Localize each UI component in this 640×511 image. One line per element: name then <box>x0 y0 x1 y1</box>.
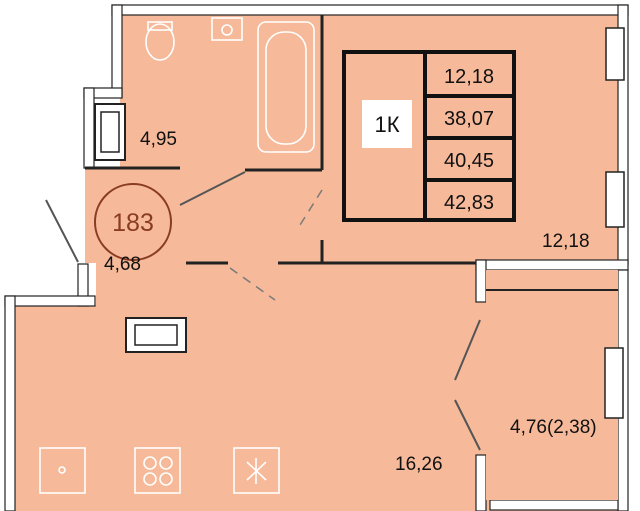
unit-type-label: 1К <box>374 112 399 137</box>
room-area-bathroom: 4,95 <box>140 129 177 150</box>
washing-machine-icon <box>94 103 126 161</box>
kitchen-sink-icon <box>39 447 86 494</box>
door-swings <box>45 171 481 451</box>
sink-icon <box>211 17 243 41</box>
room-area-bedroom: 12,18 <box>542 231 590 252</box>
apartment-number: 183 <box>112 209 154 237</box>
stove-icon <box>134 447 181 494</box>
room-area-balcony: 4,76(2,38) <box>510 417 597 438</box>
windows <box>604 27 625 419</box>
stat-total-area: 38,07 <box>444 108 494 130</box>
stat-area-full: 42,83 <box>444 192 494 214</box>
toilet-icon <box>145 21 175 61</box>
stat-area-with-balcony: 40,45 <box>444 150 494 172</box>
interior-walls <box>85 15 476 265</box>
fan-icon <box>233 447 280 494</box>
stat-living-area: 12,18 <box>444 66 494 88</box>
unit-stats-box: 1К 12,18 38,07 40,45 42,83 <box>342 50 516 222</box>
room-area-kitchen-living: 16,26 <box>395 454 443 475</box>
apartment-number-badge: 183 <box>94 183 172 261</box>
fridge-icon <box>125 317 187 353</box>
bathtub-icon <box>257 21 315 153</box>
room-area-hallway: 4,68 <box>104 254 141 275</box>
balcony-area <box>486 270 618 500</box>
